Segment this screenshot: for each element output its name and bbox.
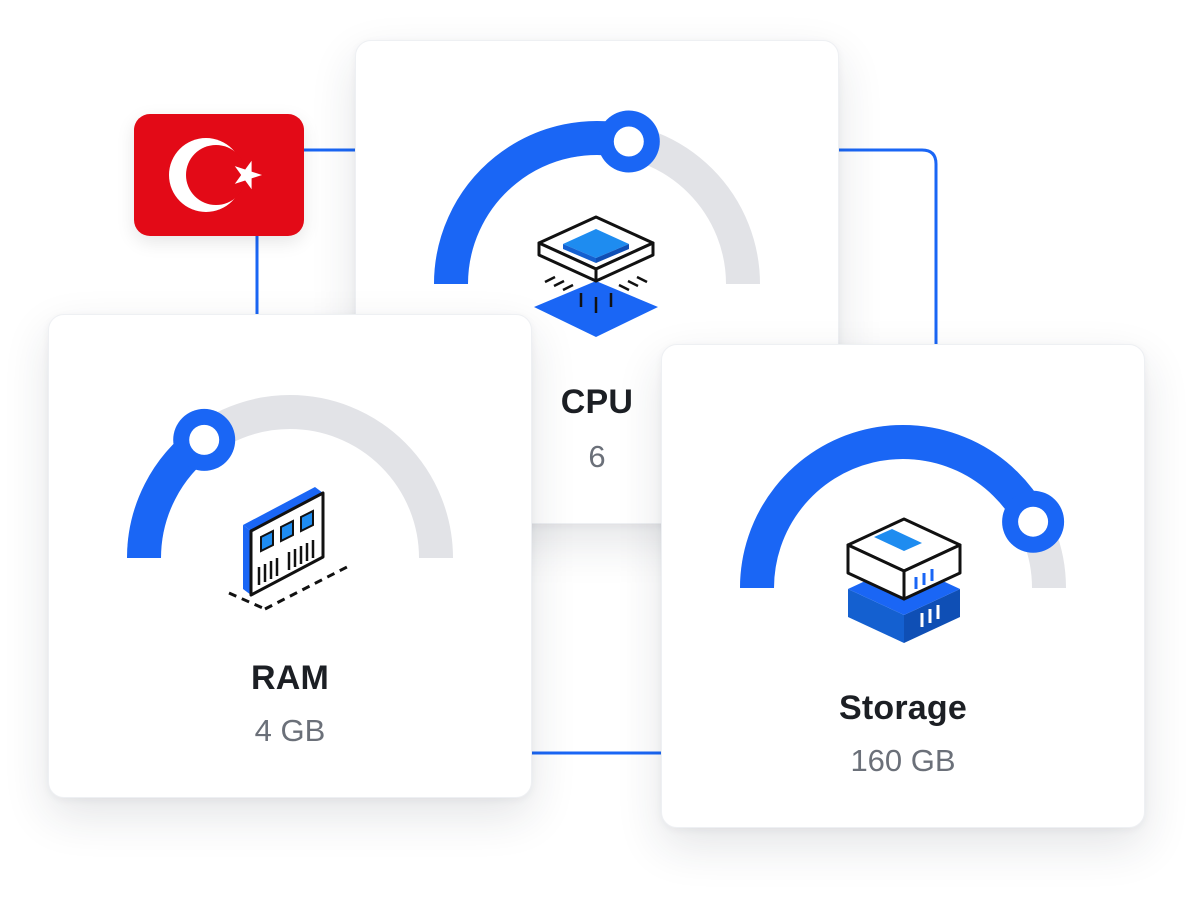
cpu-chip-icon xyxy=(534,215,658,337)
cpu-gauge xyxy=(434,110,760,285)
storage-gauge xyxy=(740,424,1066,589)
ram-gauge xyxy=(127,395,453,559)
gauge-fill xyxy=(434,121,633,285)
storage-title: Storage xyxy=(839,689,967,727)
gauge-fill xyxy=(740,424,1049,589)
storage-card: Storage 160 GB xyxy=(661,344,1145,828)
storage-value: 160 GB xyxy=(850,743,956,778)
ram-card: RAM 4 GB xyxy=(48,314,532,798)
storage-drive-icon xyxy=(846,517,962,643)
ram-title: RAM xyxy=(250,659,330,697)
turkey-flag-icon xyxy=(134,114,304,236)
cpu-title: CPU xyxy=(560,383,634,421)
ram-value: 4 GB xyxy=(254,713,326,748)
ram-module-icon xyxy=(228,487,348,611)
cpu-value: 6 xyxy=(588,439,606,474)
